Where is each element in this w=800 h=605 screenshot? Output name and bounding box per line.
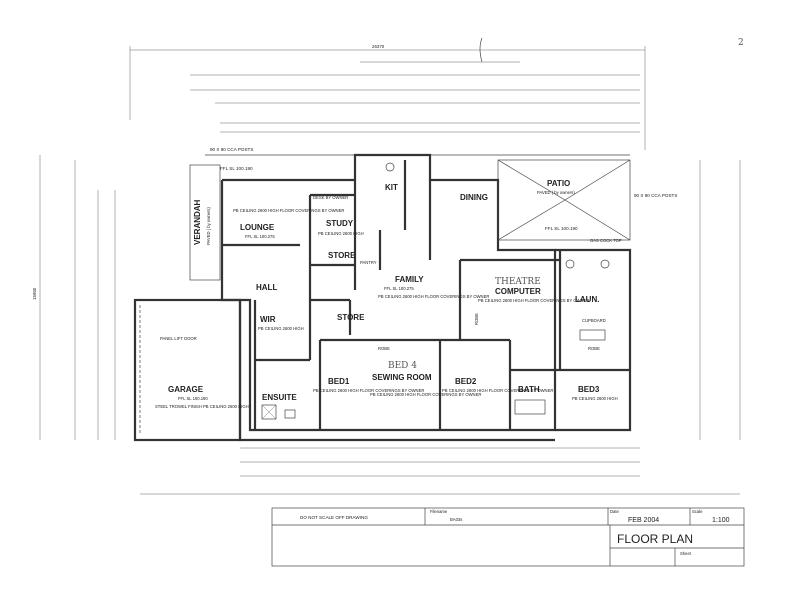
sewing-spec: PB CEILING 2600 HIGH FLOOR COVERINGS BY …	[370, 392, 481, 397]
family-label: FAMILY	[395, 275, 424, 284]
bed3-label: BED3	[578, 385, 600, 394]
verandah-paved: PAVED ( by owners)	[206, 207, 211, 245]
top-dimensions: 26370	[129, 44, 646, 150]
bed2-spec: PB CEILING 2600 HIGH FLOOR COVERINGS BY …	[442, 388, 553, 393]
date-label: Date	[610, 509, 620, 514]
bed2-label: BED2	[455, 377, 477, 386]
verandah-label: VERANDAH	[193, 199, 202, 245]
ffl-family: FFL SL 100.275	[384, 286, 414, 291]
drawing-title: FLOOR PLAN	[617, 532, 693, 546]
garage-walls	[133, 298, 242, 442]
dining-label: DINING	[460, 193, 488, 202]
sewing-label: SEWING ROOM	[372, 373, 432, 382]
robe-c-label: ROBE	[378, 346, 390, 351]
left-dimensions: 15950	[32, 155, 741, 440]
computer-label: COMPUTER	[495, 287, 541, 296]
store-label-1: STORE	[328, 251, 356, 260]
bed1-label: BED1	[328, 377, 350, 386]
bottom-dimensions	[140, 447, 740, 495]
handwritten-stroke	[479, 37, 483, 63]
panel-door-note: PANEL LIFT DOOR	[160, 336, 197, 341]
ffl-patio: FFL SL 100.190	[545, 226, 578, 231]
filename-value: BA03s	[450, 517, 462, 522]
laun-label: LAUN.	[575, 295, 599, 304]
garage-label: GARAGE	[168, 385, 204, 394]
wir-label: WIR	[260, 315, 276, 324]
sheet-label: Sheet	[680, 551, 692, 556]
interior-walls	[222, 160, 630, 430]
computer-spec: PB CEILING 2600 HIGH FLOOR COVERINGS BY …	[478, 298, 589, 303]
scale-value: 1:100	[712, 517, 730, 524]
overall-width: 26370	[372, 44, 385, 49]
wir-spec: PB CEILING 2600 HIGH	[258, 326, 304, 331]
pantry-label: PANTRY	[360, 260, 377, 265]
scale-label: Scale	[692, 509, 703, 514]
ffl-verandah: FFL SL 100.190	[220, 166, 253, 171]
date-value: FEB 2004	[628, 517, 659, 524]
filename-label: Filename	[430, 509, 448, 514]
verandah	[189, 164, 221, 281]
posts-patio-note: 90 X 90 CCA POSTS	[634, 193, 677, 198]
kit-label: KIT	[385, 183, 398, 192]
garage-spec: STEEL TROWEL FINISH PB CEILING 2600 HIGH	[155, 404, 249, 409]
ensuite-label: ENSUITE	[262, 393, 297, 402]
bed1-spec: PB CEILING 2600 HIGH FLOOR COVERINGS BY …	[313, 388, 424, 393]
theatre-label: THEATRE	[495, 277, 541, 287]
hall-label: HALL	[256, 283, 277, 292]
ffl-garage: FFL SL 100.190	[178, 396, 208, 401]
gas-cock-note: GAS COCK TOP	[590, 238, 622, 243]
title-block: DO NOT SCALE OFF DRAWING Filename BA03s …	[271, 507, 745, 567]
robe-b-label: ROBE	[588, 346, 600, 351]
desk-note: DESK BY OWNER	[313, 195, 348, 200]
patio-label: PATIO	[547, 179, 570, 188]
page-number: 2	[738, 38, 744, 48]
store-label-2: STORE	[337, 313, 365, 322]
lounge-label: LOUNGE	[240, 223, 275, 232]
posts-top-note: 90 X 90 CCA POSTS	[210, 147, 253, 152]
patio	[497, 159, 631, 241]
bed3-spec: PB CEILING 2600 HIGH	[572, 396, 618, 401]
lounge-spec: PB CEILING 2600 HIGH FLOOR COVERINGS BY …	[233, 208, 344, 213]
study-spec: PB CEILING 2600 HIGH	[318, 231, 364, 236]
ffl-lounge: FFL SL 100.275	[245, 234, 275, 239]
cupboard-label: CUPBOARD	[582, 318, 606, 323]
fixtures	[261, 162, 610, 420]
study-label: STUDY	[326, 219, 354, 228]
patio-paved: PAVED ( by owners)	[537, 190, 575, 195]
do-not-scale: DO NOT SCALE OFF DRAWING	[300, 515, 368, 520]
bath-label: BATH	[518, 385, 540, 394]
robe-a-label: ROBE	[474, 313, 479, 325]
family-spec: PB CEILING 2600 HIGH FLOOR COVERINGS BY …	[378, 294, 489, 299]
bed4-label: BED 4	[388, 361, 417, 371]
overall-depth: 15950	[32, 287, 37, 300]
